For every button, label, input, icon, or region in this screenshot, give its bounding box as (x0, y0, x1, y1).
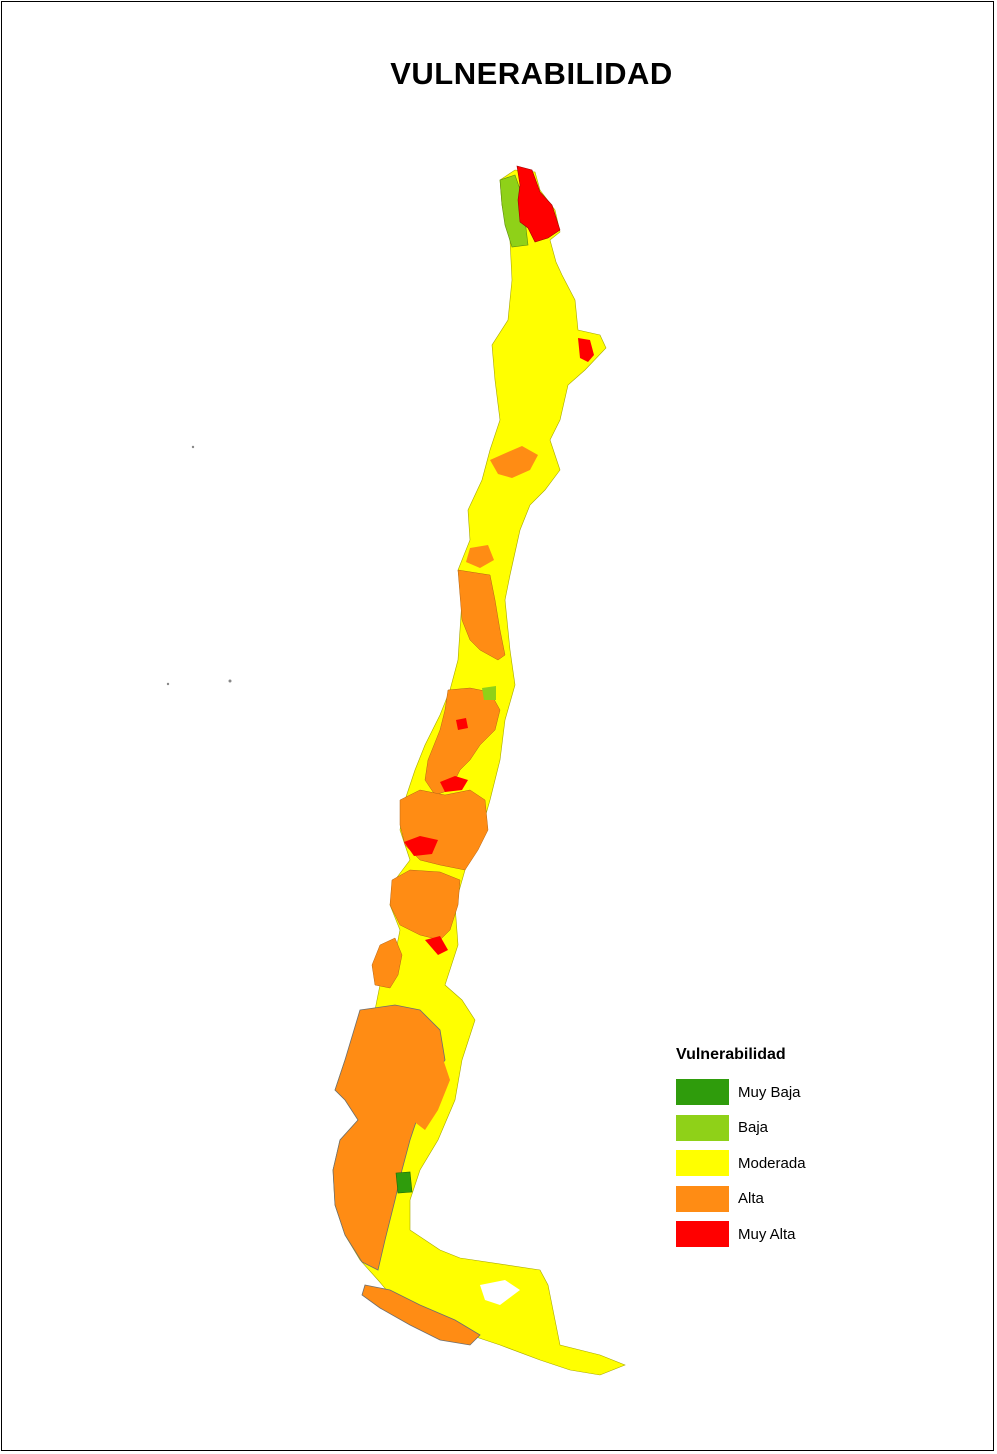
region-alta-island-chiloe (371, 937, 403, 989)
offshore-island-2 (166, 682, 170, 686)
region-alta-patch-1 (490, 446, 538, 478)
region-alta-central-4 (389, 869, 461, 941)
region-muy-alta-patch-5 (425, 936, 448, 955)
region-muy-alta-north (516, 165, 561, 243)
legend-label-moderada: Moderada (738, 1154, 806, 1172)
legend-item-moderada: Moderada (676, 1150, 876, 1176)
legend-title: Vulnerabilidad (676, 1046, 786, 1063)
legend-swatch-muy-alta (676, 1221, 729, 1247)
legend-item-baja: Baja (676, 1114, 876, 1141)
legend-label-muy-baja: Muy Baja (738, 1083, 801, 1101)
legend-item-muy-alta: Muy Alta (676, 1221, 876, 1247)
legend-item-alta: Alta (676, 1185, 876, 1212)
region-muy-alta-patch-3 (440, 776, 468, 792)
legend-swatch-muy-baja (676, 1079, 729, 1105)
region-alta-central-1 (457, 569, 506, 661)
offshore-island-3 (228, 679, 232, 683)
legend-swatch-alta (676, 1185, 729, 1212)
region-alta-patch-2 (466, 545, 494, 568)
region-baja-patch-central (482, 686, 496, 700)
region-muy-alta-patch-2 (456, 718, 468, 730)
map-legend: Vulnerabilidad Muy Baja Baja Moderada Al… (676, 1046, 876, 1257)
region-muy-alta-patch-4 (404, 836, 438, 856)
legend-swatch-moderada (676, 1150, 729, 1176)
region-muy-baja-south (395, 1171, 413, 1194)
region-muy-alta-patch-1 (578, 338, 594, 362)
region-south-tip-islands (361, 1284, 481, 1346)
legend-item-muy-baja: Muy Baja (676, 1079, 876, 1105)
region-alta-south-inland (412, 1050, 450, 1130)
legend-swatch-baja (676, 1114, 729, 1141)
offshore-island-1 (191, 445, 195, 449)
legend-label-muy-alta: Muy Alta (738, 1225, 796, 1243)
map-title: VULNERABILIDAD (390, 56, 673, 91)
region-south-water-cut (480, 1280, 520, 1305)
legend-label-baja: Baja (738, 1119, 769, 1136)
legend-label-alta: Alta (738, 1190, 764, 1207)
